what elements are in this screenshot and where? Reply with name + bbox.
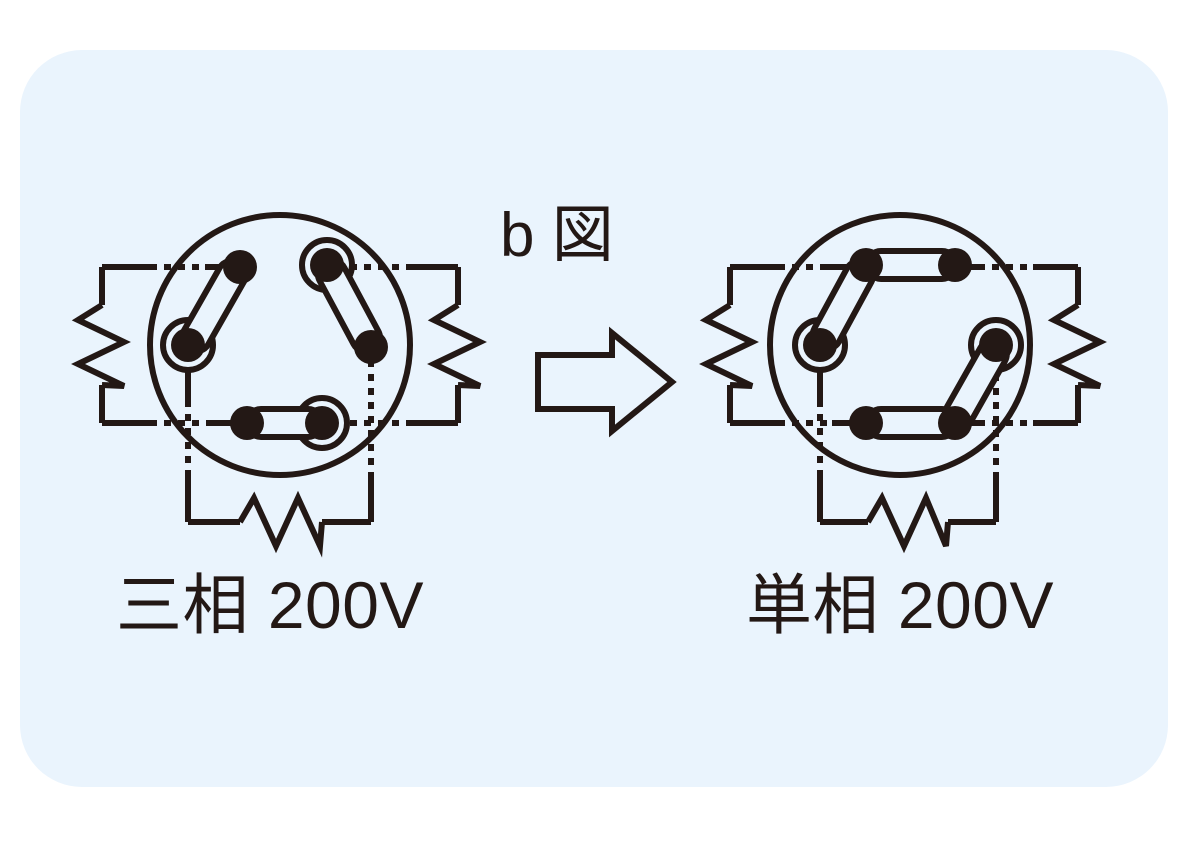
terminal-dot-v2 xyxy=(230,406,264,440)
left-panel-resistor-left xyxy=(71,302,131,389)
transition-arrow xyxy=(535,326,677,438)
terminal-dot-u1 xyxy=(223,250,257,284)
figure-card-background xyxy=(20,50,1168,787)
terminal-dot-w2 xyxy=(938,406,972,440)
left-panel-external-wiring xyxy=(99,264,461,426)
left-panel-resistor-right xyxy=(427,302,487,389)
panel-left xyxy=(71,212,487,558)
terminal-dot-w1 xyxy=(171,328,205,362)
left-panel-stator-circle xyxy=(147,212,413,478)
right-panel-external-wiring xyxy=(727,264,1081,426)
panel-right xyxy=(699,212,1107,554)
right-panel-stator-circle xyxy=(767,212,1033,478)
terminal-dot-v2 xyxy=(849,406,883,440)
caption-single-phase: 単相 200V xyxy=(746,568,1054,642)
terminal-dot-u2 xyxy=(354,330,388,364)
figure-title-label: b 図 xyxy=(500,201,614,270)
terminal-dot-v1 xyxy=(938,248,972,282)
right-panel-terminal-dots xyxy=(803,248,1013,440)
right-panel-resistor-left xyxy=(699,302,759,389)
left-panel-links xyxy=(179,257,384,440)
right-panel-resistor-right xyxy=(1047,302,1107,389)
terminal-dot-u2 xyxy=(979,328,1013,362)
terminal-dot-u1 xyxy=(849,248,883,282)
terminal-dot-w1 xyxy=(803,328,837,362)
terminal-dot-v1 xyxy=(310,248,344,282)
right-panel-resistor-bottom xyxy=(865,490,951,554)
left-panel-resistor-bottom xyxy=(237,490,325,558)
right-panel-dashed-crossings xyxy=(778,264,1033,426)
caption-three-phase: 三相 200V xyxy=(116,568,424,642)
terminal-dot-w2 xyxy=(305,406,339,440)
right-panel-links xyxy=(809,248,1010,440)
left-panel-bottom-legs-dotted xyxy=(185,360,374,478)
left-panel-terminal-dots xyxy=(171,248,388,440)
